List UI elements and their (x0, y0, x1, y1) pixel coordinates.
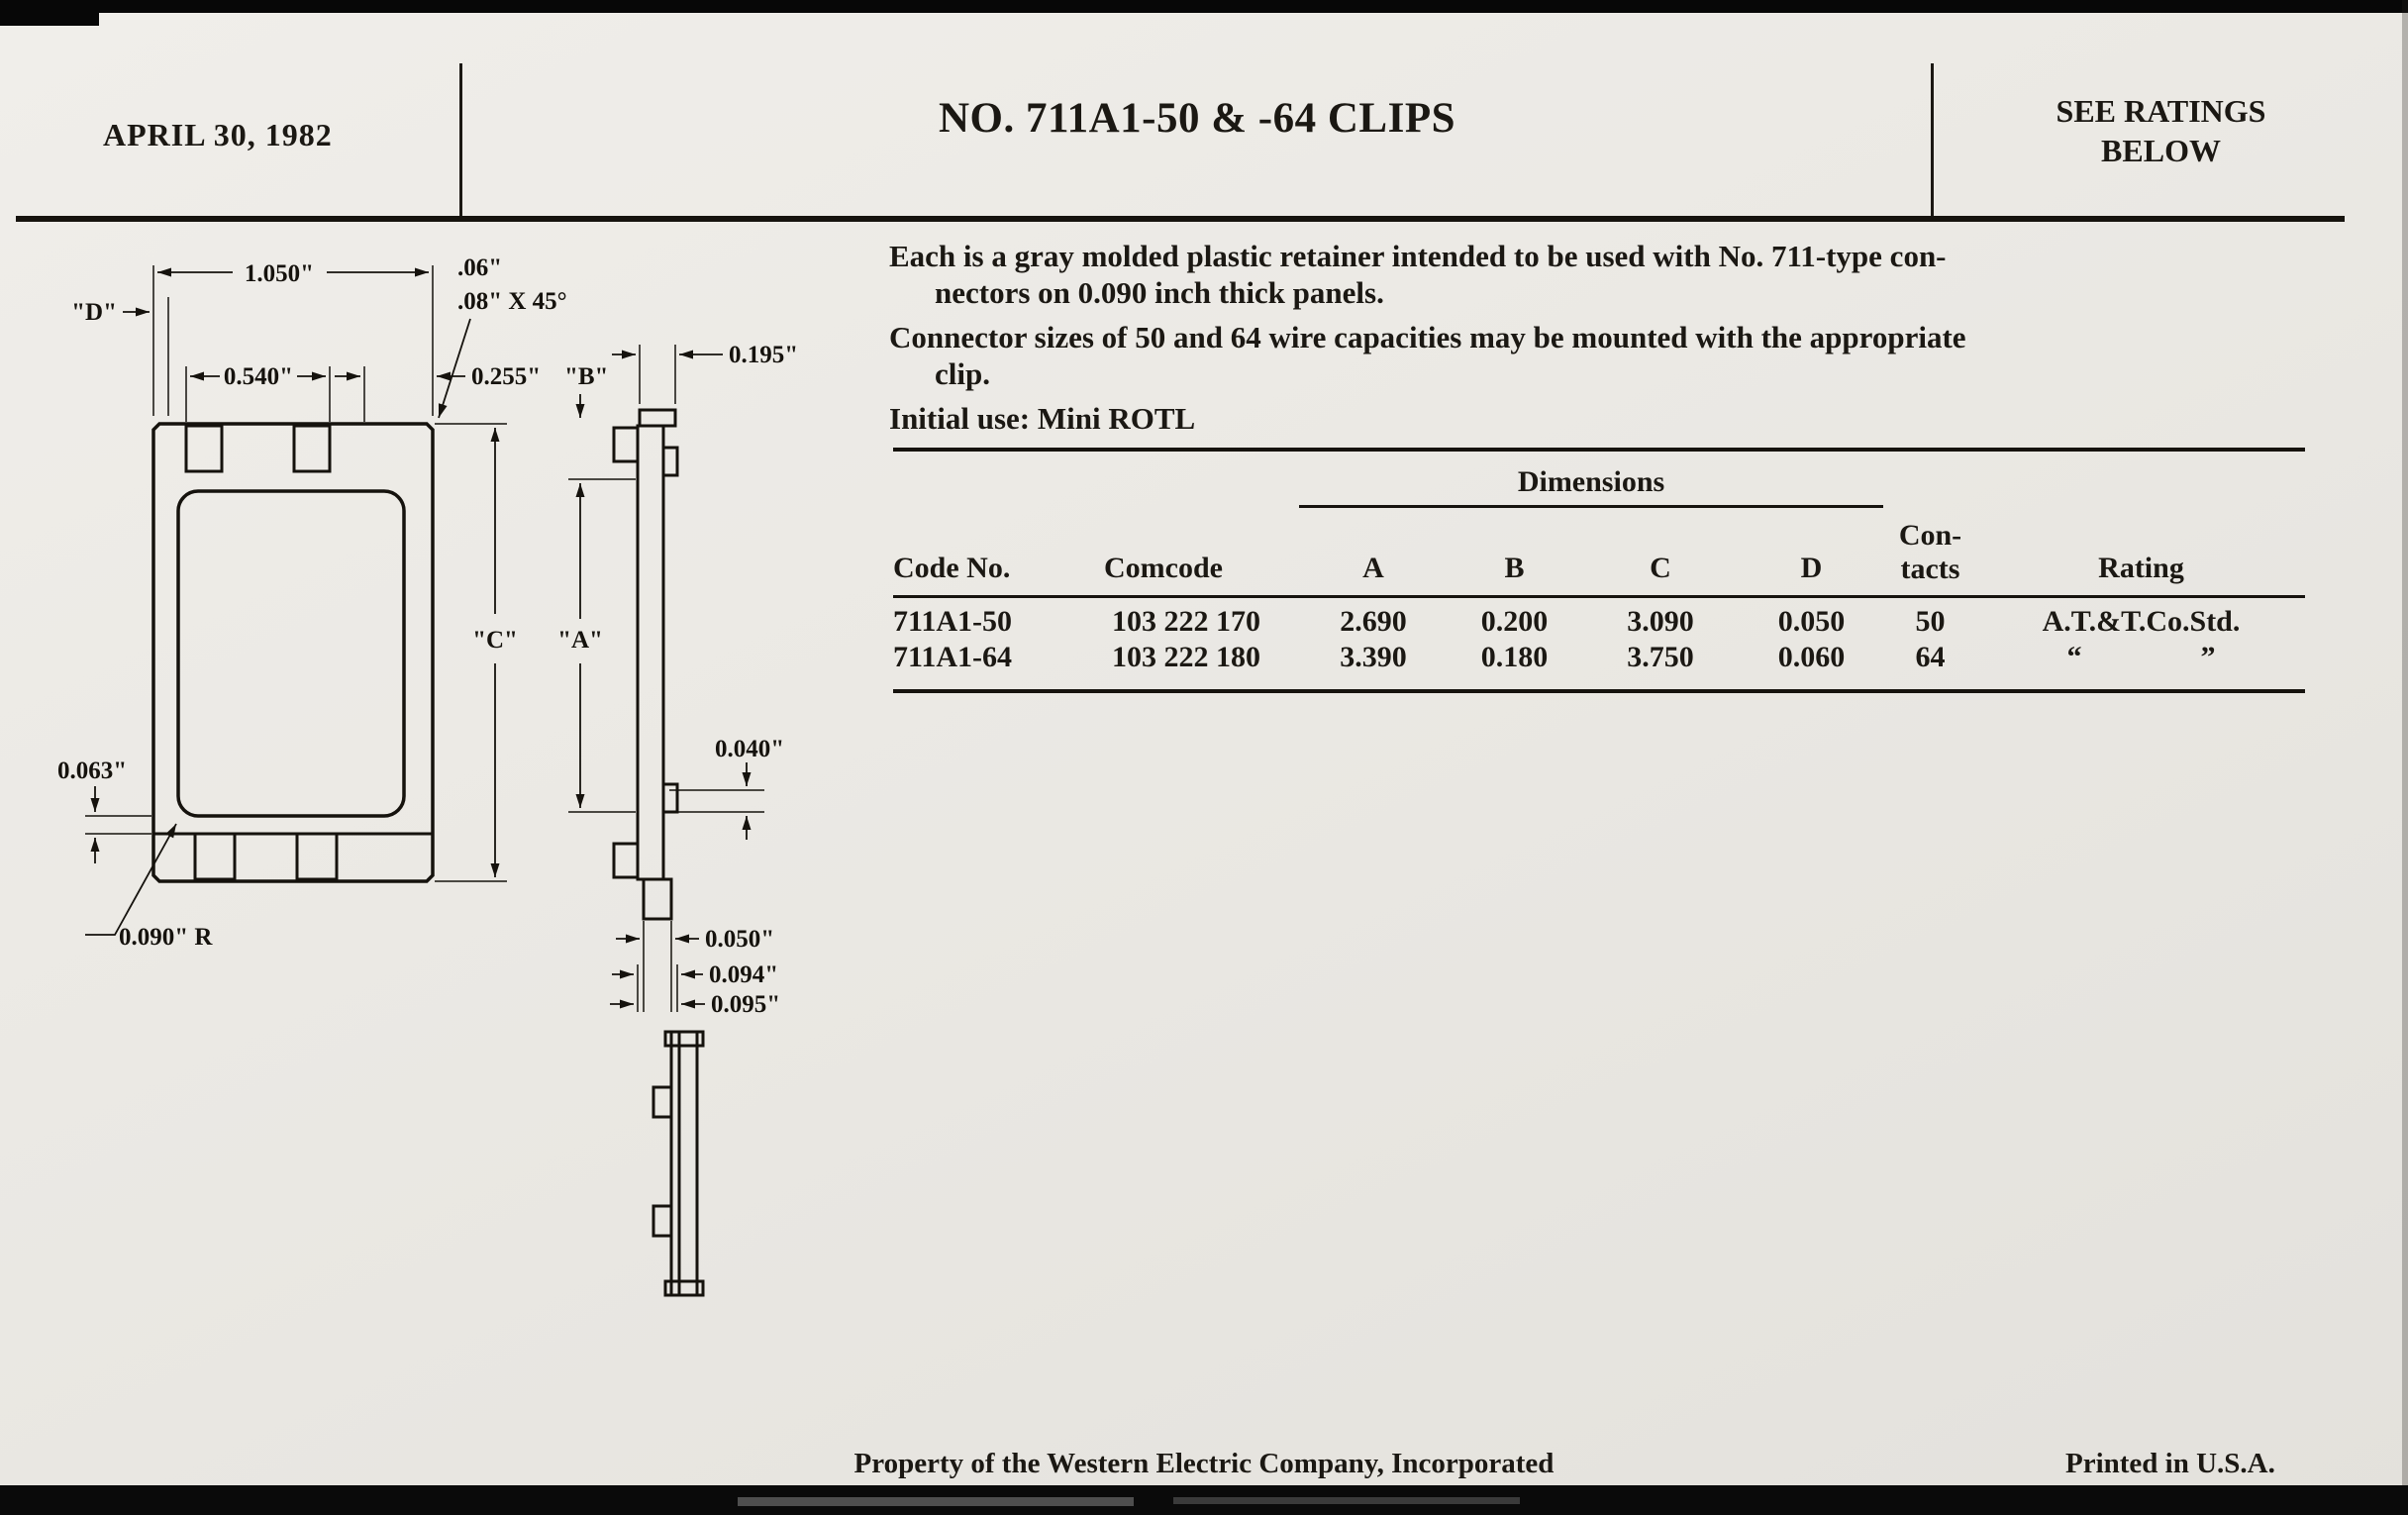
dim-a-label: "A" (557, 627, 603, 654)
dim-540-label: 0.540" (224, 363, 293, 390)
table-row-1-contacts: 50 (1915, 605, 1946, 638)
description-paragraph-3: Initial use: Mini ROTL (889, 400, 1966, 437)
dim-195-label: 0.195" (729, 342, 798, 368)
dim-edge-offset: 0.255" "B" (335, 363, 608, 422)
dim-d: "D" (71, 297, 169, 416)
description-paragraph-2: Connector sizes of 50 and 64 wire capaci… (889, 319, 1966, 392)
scan-edge-corner (0, 0, 99, 26)
table-row-2-contacts: 64 (1915, 641, 1946, 673)
front-view (151, 422, 435, 883)
foot-left (193, 832, 237, 881)
dim-095-label: 0.095" (711, 991, 780, 1018)
scan-artifact-1 (738, 1497, 1134, 1506)
connector-window (176, 489, 406, 818)
table-rule-bottom (893, 689, 2305, 693)
property-note: Property of the Western Electric Company… (853, 1448, 1555, 1479)
dim-063-label: 0.063" (57, 758, 127, 784)
table-row-2-c: 3.750 (1627, 641, 1694, 673)
column-header-code: Code No. (893, 552, 1011, 584)
page-title: NO. 711A1-50 & -64 CLIPS (938, 95, 1456, 142)
foot-right (295, 832, 339, 881)
bottom-profile-view (652, 1030, 705, 1297)
description-p3: Initial use: Mini ROTL (889, 401, 1196, 436)
description-p2-line2: clip. (935, 356, 990, 391)
column-header-b: B (1504, 552, 1525, 584)
table-row-1-a: 2.690 (1340, 605, 1407, 638)
dim-step: 0.040" (669, 736, 784, 840)
spec-table: Dimensions Con- tacts Code No. Comcode A… (893, 448, 2305, 693)
technical-drawing: 1.050" "D" .06" .08" X 45° 0.540" 0. (57, 254, 798, 1297)
dim-c-label: "C" (472, 627, 518, 654)
ratings-note-line2: BELOW (2101, 133, 2221, 168)
table-row-2-d: 0.060 (1777, 641, 1846, 673)
dim-040-label: 0.040" (715, 736, 784, 762)
dim-050-label: 0.050" (705, 926, 774, 953)
description-p2-line1: Connector sizes of 50 and 64 wire capaci… (889, 320, 1966, 354)
table-row-2-comcode: 103 222 180 (1112, 641, 1260, 673)
dim-d-label: "D" (71, 299, 117, 326)
dim-094-label: 0.094" (709, 961, 778, 988)
mounting-slot-right (292, 424, 332, 473)
table-row-1-d: 0.050 (1777, 605, 1846, 638)
printed-note: Printed in U.S.A. (2065, 1448, 2275, 1479)
header-divider-left (459, 63, 462, 217)
dim-tab-widths: 0.050" 0.094" 0.095" (610, 921, 780, 1018)
column-header-contacts: Con- tacts (1898, 519, 1962, 585)
header-divider-right (1931, 63, 1934, 217)
table-row-2-a: 3.390 (1340, 641, 1407, 673)
ratings-note-line1: SEE RATINGS (2056, 93, 2266, 129)
scan-edge-top (0, 0, 2408, 13)
table-row-2-code: 711A1-64 (893, 641, 1012, 673)
chamfer-label-top: .06" (457, 254, 502, 281)
table-rule-mid (893, 595, 2305, 598)
dim-overall-width: 1.050" (152, 260, 434, 416)
table-body: 711A1-50 103 222 170 2.690 0.200 3.090 0… (893, 598, 2305, 689)
description: Each is a gray molded plastic retainer i… (889, 238, 1966, 445)
dim-a-height: "A" (557, 478, 636, 813)
table-header: Dimensions Con- tacts Code No. Comcode A… (893, 452, 2305, 595)
dim-lip-thickness: 0.063" (57, 758, 151, 863)
dimensions-group-header: Dimensions (1299, 452, 1883, 508)
chamfer-callout: .06" .08" X 45° (438, 254, 567, 419)
table-rule-top (893, 448, 2305, 452)
description-paragraph-1: Each is a gray molded plastic retainer i… (889, 238, 1966, 311)
chamfer-label-bottom: .08" X 45° (457, 288, 567, 315)
table-row-2-rating: “ ” (2066, 641, 2216, 673)
column-header-d: D (1800, 552, 1823, 584)
table-row-2-b: 0.180 (1480, 641, 1549, 673)
table-row-1-b: 0.200 (1480, 605, 1549, 638)
dim-radius-label: 0.090" R (119, 924, 213, 951)
description-p1-line1: Each is a gray molded plastic retainer i… (889, 239, 1947, 273)
ratings-note: SEE RATINGS BELOW (1936, 91, 2386, 170)
description-p1-line2: nectors on 0.090 inch thick panels. (935, 275, 1384, 310)
table-row-1-code: 711A1-50 (893, 605, 1012, 638)
dim-slot-span: 0.540" (185, 363, 331, 422)
header-rule (16, 216, 2345, 222)
dim-flange-width: 0.195" (612, 342, 798, 404)
mounting-slot-left (184, 424, 224, 473)
dim-b-label: "B" (564, 363, 608, 390)
scan-edge-right (2402, 0, 2408, 1515)
table-row-1-comcode: 103 222 170 (1112, 605, 1260, 638)
table-row-1-rating: A.T.&T.Co.Std. (2042, 605, 2241, 638)
scan-artifact-2 (1173, 1497, 1520, 1504)
side-view (612, 408, 679, 921)
column-header-c: C (1650, 552, 1671, 584)
column-header-a: A (1362, 552, 1384, 584)
issue-date: APRIL 30, 1982 (103, 117, 333, 152)
dim-c-height: "C" (435, 423, 518, 882)
dim-255-label: 0.255" (471, 363, 541, 390)
table-row-1-c: 3.090 (1627, 605, 1694, 638)
dim-width-label: 1.050" (245, 260, 314, 287)
radius-callout: 0.090" R (85, 823, 213, 951)
column-header-rating: Rating (2098, 552, 2184, 584)
column-header-comcode: Comcode (1104, 552, 1223, 584)
